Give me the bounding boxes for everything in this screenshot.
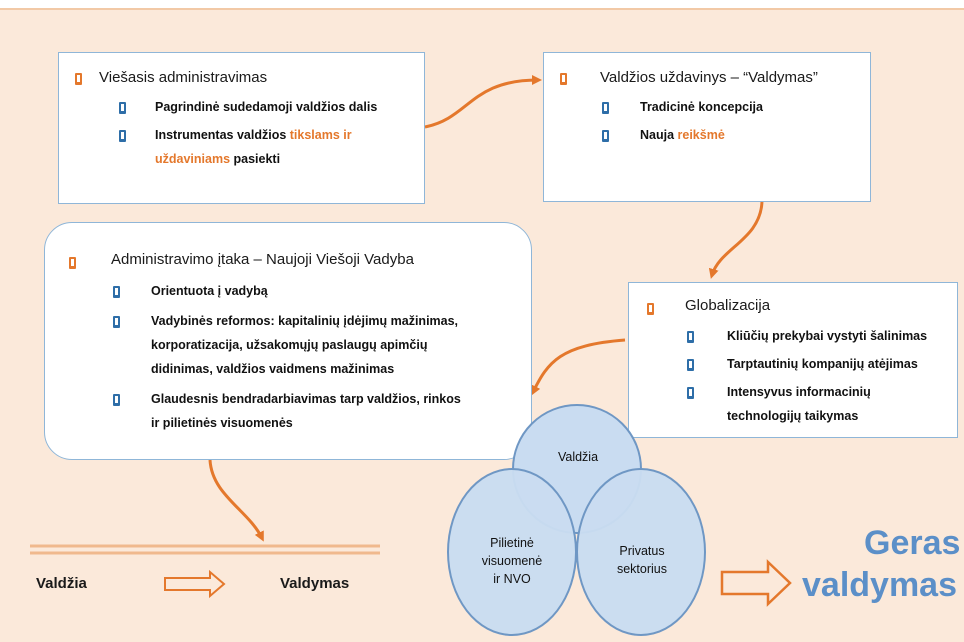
box-title: Globalizacija (685, 297, 771, 314)
venn-circle-privatus-sektorius (576, 468, 706, 636)
box-administravimo-itaka: Administravimo įtaka – Naujoji Viešoji V… (44, 222, 532, 460)
box-viesasis-administravimas: Viešasis administravimas Pagrindinė sude… (58, 52, 425, 204)
blue-bullet-icon (119, 102, 126, 114)
blue-bullet-icon (113, 286, 120, 298)
blue-bullet-icon (687, 387, 694, 399)
box-globalizacija: Globalizacija Kliūčių prekybai vystyti š… (628, 282, 958, 438)
blue-bullet-icon (113, 316, 120, 328)
orange-bullet-icon (75, 73, 82, 85)
arrow-box2-to-box4 (708, 201, 764, 279)
blue-bullet-icon (687, 359, 694, 371)
blue-bullet-icon (113, 394, 120, 406)
bottom-label-from: Valdžia (36, 575, 87, 592)
bottom-label-to: Valdymas (280, 575, 350, 592)
hollow-arrow-bottom (164, 569, 226, 599)
list-item: Glaudesnis bendradarbiavimas tarp valdži… (151, 392, 461, 430)
box-title: Valdžios uždavinys – “Valdymas” (600, 69, 818, 86)
list-item: Pagrindinė sudedamoji valdžios dalis (155, 100, 378, 114)
blue-bullet-icon (687, 331, 694, 343)
result-title-line1: Geras (864, 524, 961, 562)
blue-bullet-icon (119, 130, 126, 142)
box-title: Viešasis administravimas (99, 69, 268, 86)
arrow-box1-to-box2 (424, 75, 542, 129)
list-item: Orientuota į vadybą (151, 284, 268, 298)
arrow-box4-to-box3 (531, 338, 626, 396)
list-item: Tradicinė koncepcija (640, 100, 763, 114)
blue-bullet-icon (602, 130, 609, 142)
blue-bullet-icon (602, 102, 609, 114)
list-item: Instrumentas valdžios tikslams ir uždavi… (155, 128, 352, 166)
venn-label-valdzia: Valdžia (557, 450, 599, 464)
orange-bullet-icon (69, 257, 76, 269)
list-item: Vadybinės reformos: kapitalinių įdėjimų … (151, 314, 459, 376)
box-title: Administravimo įtaka – Naujoji Viešoji V… (111, 251, 414, 268)
list-item: Intensyvus informacinių technologijų tai… (727, 385, 871, 423)
orange-bullet-icon (647, 303, 654, 315)
list-item: Tarptautinių kompanijų atėjimas (727, 357, 918, 371)
hollow-arrow-result (720, 559, 792, 607)
list-item: Nauja reikšmė (640, 128, 725, 142)
top-strip (0, 0, 964, 10)
result-title-line2: valdymas (802, 566, 957, 604)
list-item: Kliūčių prekybai vystyti šalinimas (727, 329, 928, 343)
orange-bullet-icon (560, 73, 567, 85)
box-valdzios-uzdavinys: Valdžios uždavinys – “Valdymas” Tradicin… (543, 52, 871, 202)
arrow-box3-to-line (208, 459, 264, 542)
